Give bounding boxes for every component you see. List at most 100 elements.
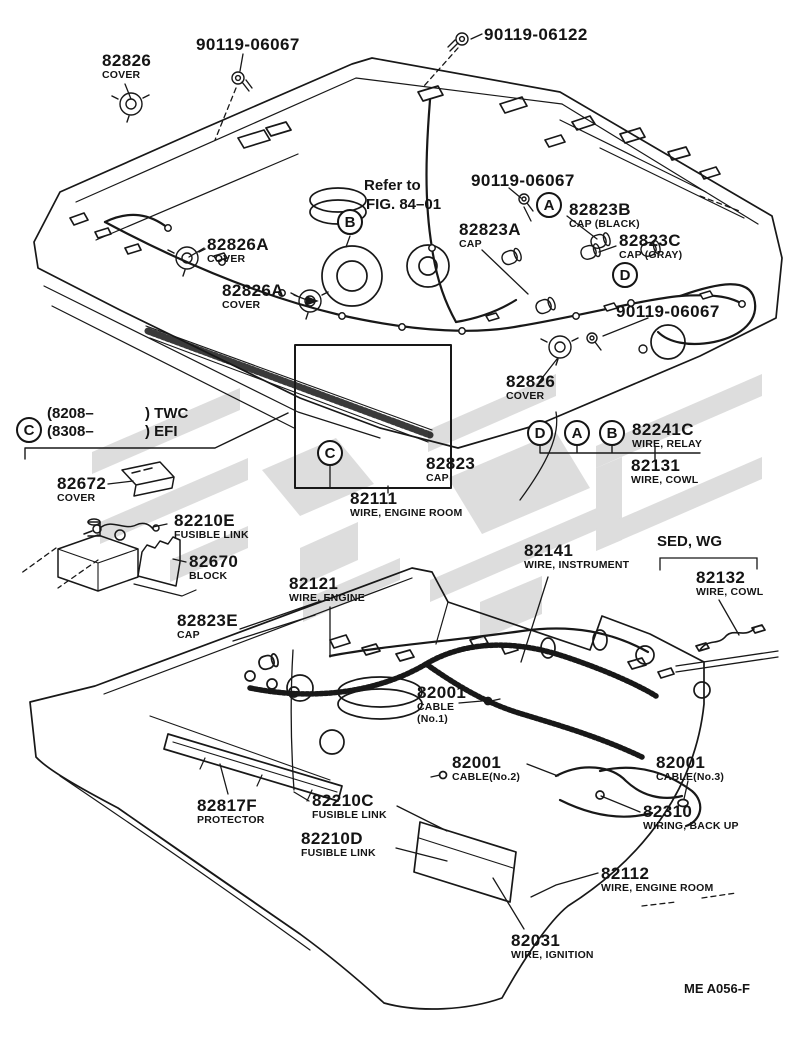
body-type-note: SED, WG	[657, 533, 723, 550]
refer-note-line2: FIG. 84–01	[366, 196, 442, 213]
part-description: WIRE, ENGINE ROOM	[601, 882, 714, 894]
part-description: COVER	[207, 253, 246, 265]
callout-circle-A-1: A	[536, 192, 562, 218]
part-number: 82210C	[312, 791, 374, 810]
bolt-icon	[231, 32, 648, 354]
part-number: 82672	[57, 474, 107, 493]
part-number: 90119-06122	[484, 25, 588, 44]
cover-icon	[111, 92, 579, 366]
legend-row1-left: (8208–	[47, 405, 94, 422]
part-number: 82001	[452, 753, 502, 772]
part-number: 82823C	[619, 231, 681, 250]
part-description: CAP (BLACK)	[569, 218, 640, 230]
part-number: 82823A	[459, 220, 521, 239]
part-number: 82001	[656, 753, 706, 772]
part-number: 90119-06067	[616, 302, 720, 321]
part-description: (No.1)	[417, 712, 448, 725]
part-description: CAP	[426, 472, 449, 484]
legend-row1-right: ) TWC	[145, 405, 189, 422]
callout-circle-C-7: C	[16, 417, 42, 443]
callout-circle-D-4: D	[527, 420, 553, 446]
callout-circle-A-5: A	[564, 420, 590, 446]
part-number: 82111	[350, 489, 398, 508]
part-description: COVER	[57, 492, 96, 504]
part-description: BLOCK	[189, 570, 228, 582]
part-description: CAP	[459, 238, 482, 250]
callout-circle-D-2: D	[612, 262, 638, 288]
detail-callout-box	[294, 344, 452, 489]
part-description: FUSIBLE LINK	[174, 529, 249, 541]
part-number: 82826A	[222, 281, 284, 300]
part-number: 82121	[289, 574, 339, 593]
part-description: FUSIBLE LINK	[301, 847, 376, 859]
callout-circle-B-0: B	[337, 209, 363, 235]
part-description: WIRING, BACK UP	[643, 820, 739, 832]
part-description: WIRE, RELAY	[632, 438, 703, 450]
part-description: CABLE	[417, 701, 455, 713]
part-number: 82670	[189, 552, 239, 571]
part-number: 82210E	[174, 511, 236, 530]
part-number: 82131	[631, 456, 681, 475]
part-number: 82031	[511, 931, 561, 950]
refer-note-line1: Refer to	[364, 177, 421, 194]
part-label-90119-06067-3: 90119-06067	[471, 172, 575, 189]
part-description: CAP	[177, 629, 200, 641]
lower-vehicle-drawing	[29, 567, 779, 1010]
part-number: 82310	[643, 802, 693, 821]
upper-vehicle-drawing	[24, 32, 783, 501]
part-description: WIRE, COWL	[631, 474, 699, 486]
part-number: 82112	[601, 864, 650, 883]
part-description: WIRE, IGNITION	[511, 949, 594, 961]
part-number: 82132	[696, 568, 746, 587]
part-description: CABLE(No.3)	[656, 771, 725, 783]
part-description: COVER	[222, 299, 261, 311]
part-number: 82826A	[207, 235, 269, 254]
part-description: WIRE, ENGINE	[289, 592, 365, 604]
part-description: WIRE, INSTRUMENT	[524, 559, 630, 571]
part-number: 82210D	[301, 829, 363, 848]
part-number: 82241C	[632, 420, 694, 439]
part-description: COVER	[102, 69, 141, 81]
part-label-90119-06067-1: 90119-06067	[196, 36, 300, 53]
leader-lines	[19, 33, 758, 930]
legend-row2-left: (8308–	[47, 423, 94, 440]
part-description: WIRE, ENGINE ROOM	[350, 507, 463, 519]
part-description: CAP (GRAY)	[619, 249, 683, 261]
part-number: 82817F	[197, 796, 258, 815]
part-number: 90119-06067	[471, 171, 575, 190]
callout-circle-C-3: C	[317, 440, 343, 466]
legend-row2-right: ) EFI	[145, 423, 178, 440]
part-number: 82826	[102, 51, 152, 70]
part-label-90119-06067-9: 90119-06067	[616, 303, 720, 320]
part-number: 82001	[417, 683, 467, 702]
